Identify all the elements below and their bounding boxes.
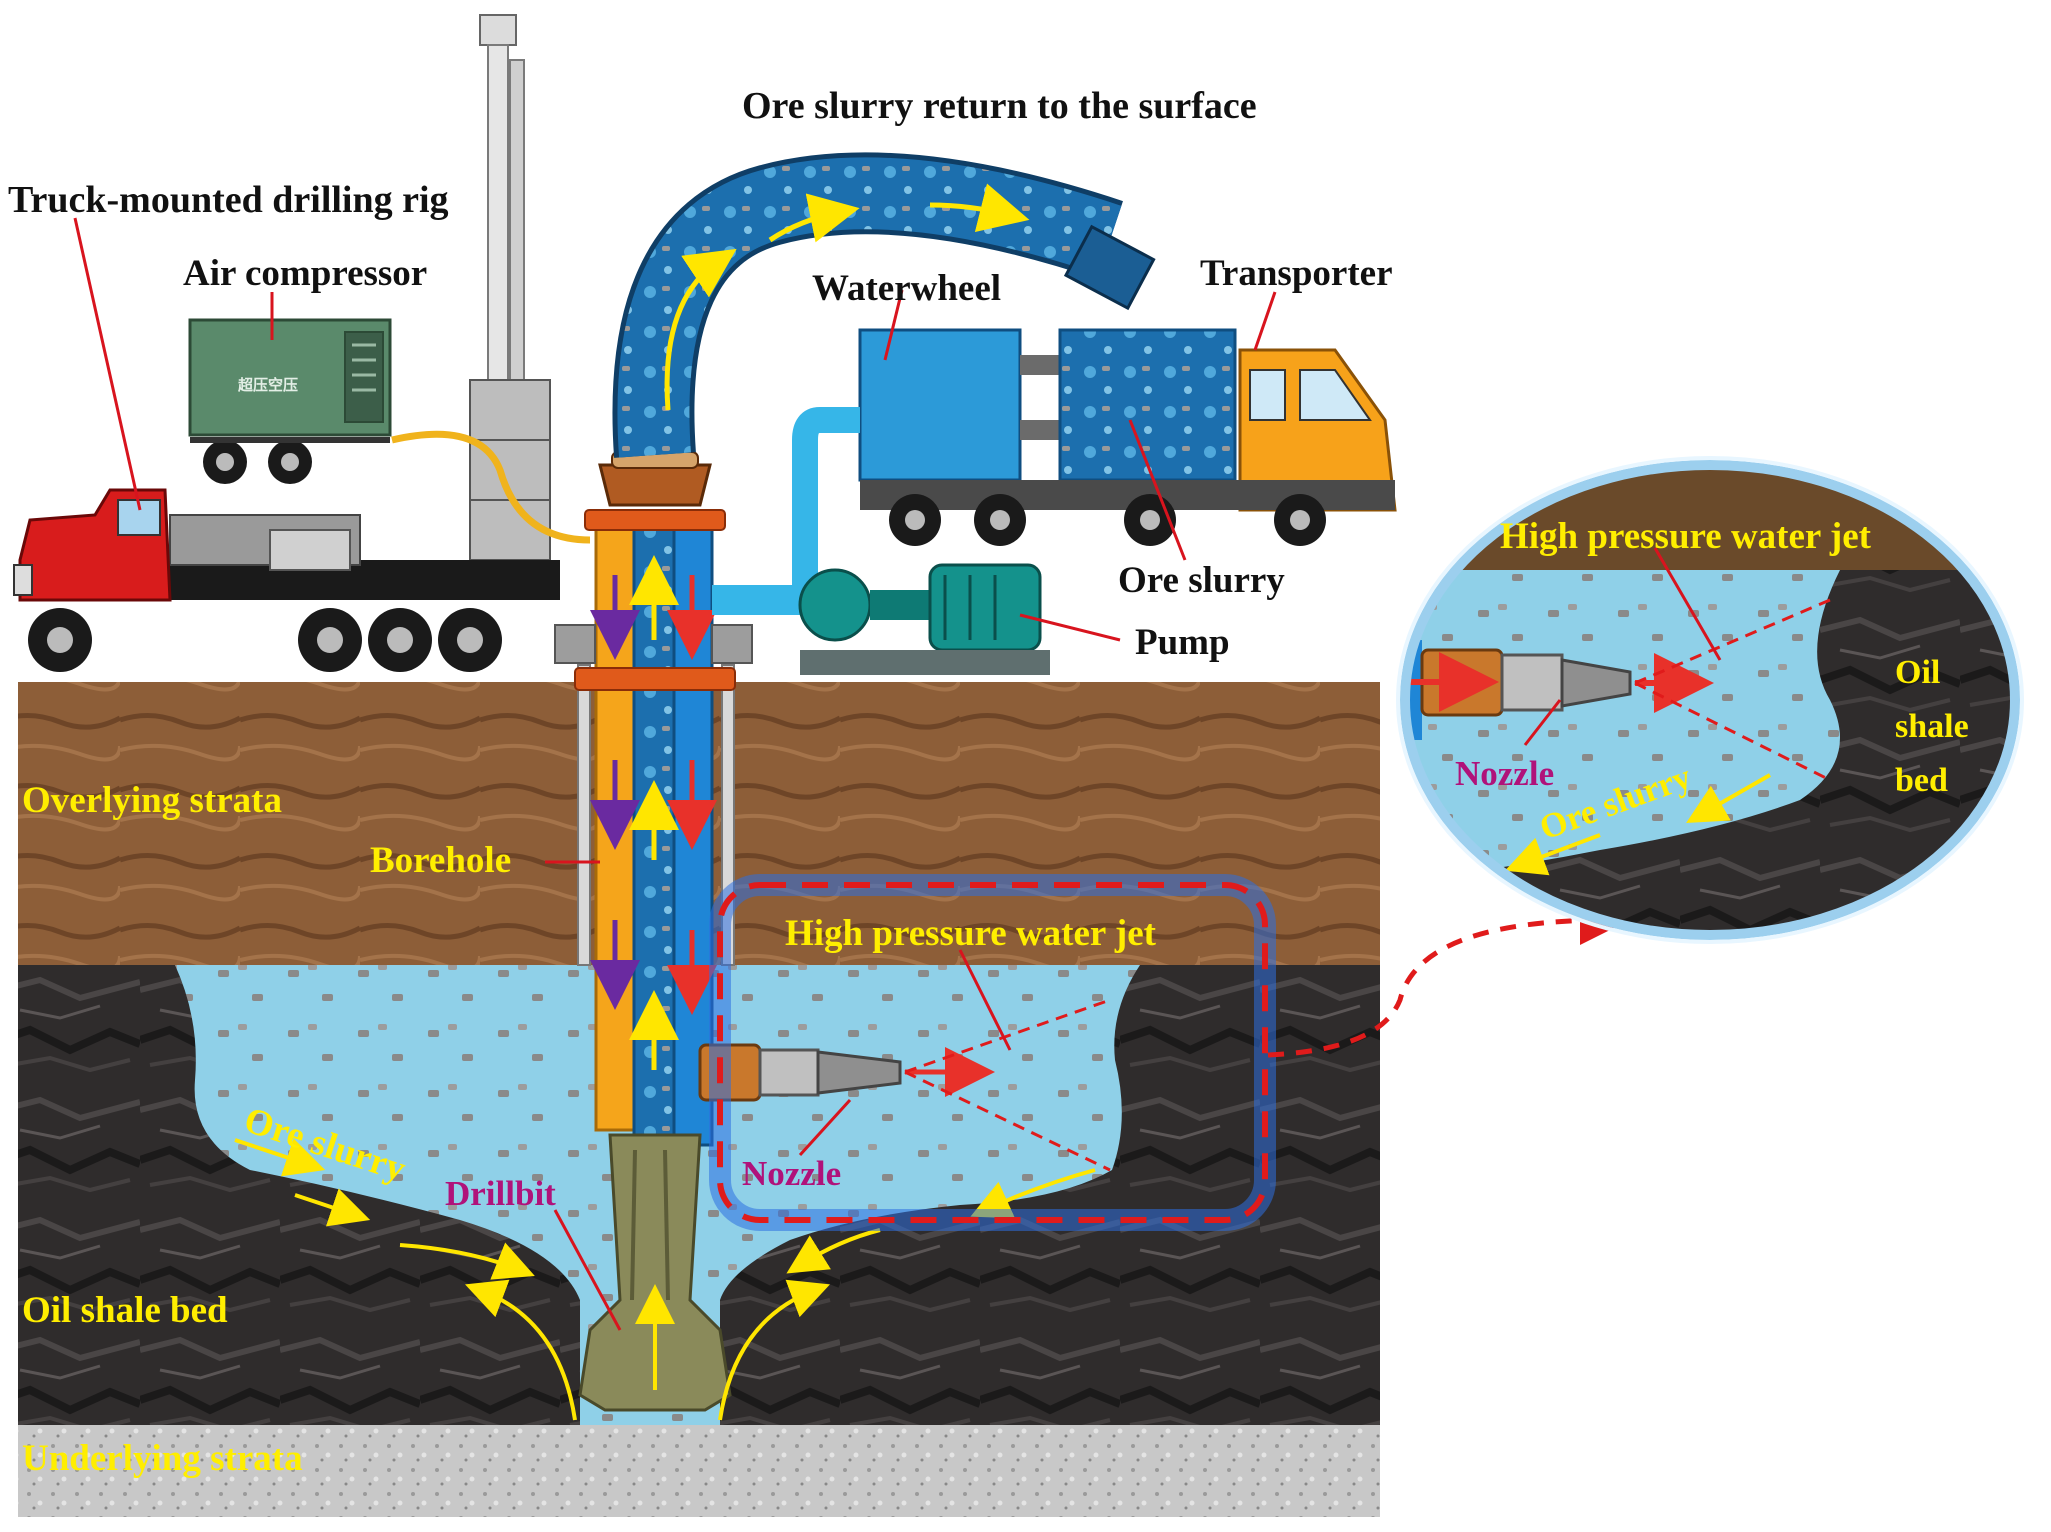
casing-left <box>577 664 591 966</box>
bit-flute-1 <box>630 1149 637 1301</box>
swivel-head <box>598 463 712 507</box>
zoom-connector <box>1267 895 1630 1058</box>
waterwheel-tank <box>858 328 1022 482</box>
label-overlying-strata: Overlying strata <box>22 780 282 821</box>
lower-flange <box>574 667 736 691</box>
flow-to-bit-right <box>718 1279 830 1421</box>
label-oil-shale-detail-3: bed <box>1895 762 1948 799</box>
underlying-strata-layer <box>18 1425 1380 1517</box>
label-pump: Pump <box>1135 622 1230 663</box>
detail-box <box>717 882 1268 1223</box>
label-borehole: Borehole <box>370 840 511 881</box>
upper-flange <box>584 509 726 531</box>
label-nozzle-main: Nozzle <box>742 1154 841 1193</box>
label-ore-return: Ore slurry return to the surface <box>742 85 1257 127</box>
compressor-plate: 超压空压 <box>237 376 298 394</box>
air-compressor: 超压空压 <box>188 318 591 544</box>
label-oil-shale-bed: Oil shale bed <box>22 1290 228 1331</box>
label-waterwheel: Waterwheel <box>812 268 1001 309</box>
leader-lines <box>73 217 1722 1331</box>
return-pipe <box>612 152 1156 458</box>
cavity-flow-arrows <box>234 1138 1096 1280</box>
label-ore-slurry-tank: Ore slurry <box>1118 560 1285 601</box>
transporter <box>792 328 1397 585</box>
pump <box>712 563 1050 675</box>
air-hose <box>391 430 591 544</box>
drilling-truck <box>13 488 560 672</box>
slurry-tank <box>1058 328 1237 482</box>
drill-mast <box>469 14 551 581</box>
labels: Truck-mounted drilling rig Air compresso… <box>8 85 1969 1479</box>
borehole-assembly <box>465 451 830 1421</box>
feed-pipe <box>792 407 860 585</box>
label-drillbit: Drillbit <box>445 1174 556 1213</box>
label-truck-rig: Truck-mounted drilling rig <box>8 179 449 221</box>
zoom-lens <box>1396 456 2024 944</box>
label-nozzle-detail: Nozzle <box>1455 754 1554 793</box>
label-underlying-strata: Underlying strata <box>22 1438 303 1479</box>
drill-bit <box>578 1133 732 1412</box>
label-hp-jet-detail: High pressure water jet <box>1500 516 1872 557</box>
flow-to-bit-left <box>465 1279 577 1421</box>
label-hp-jet-main: High pressure water jet <box>785 913 1157 954</box>
bit-flute-2 <box>663 1149 670 1301</box>
label-air-compressor: Air compressor <box>183 253 427 294</box>
label-oil-shale-detail-1: Oil <box>1895 654 1940 691</box>
label-transporter: Transporter <box>1200 253 1393 294</box>
label-oil-shale-detail-2: shale <box>1895 708 1969 745</box>
ground-collar-right <box>711 624 753 664</box>
ground-collar-left <box>554 624 596 664</box>
